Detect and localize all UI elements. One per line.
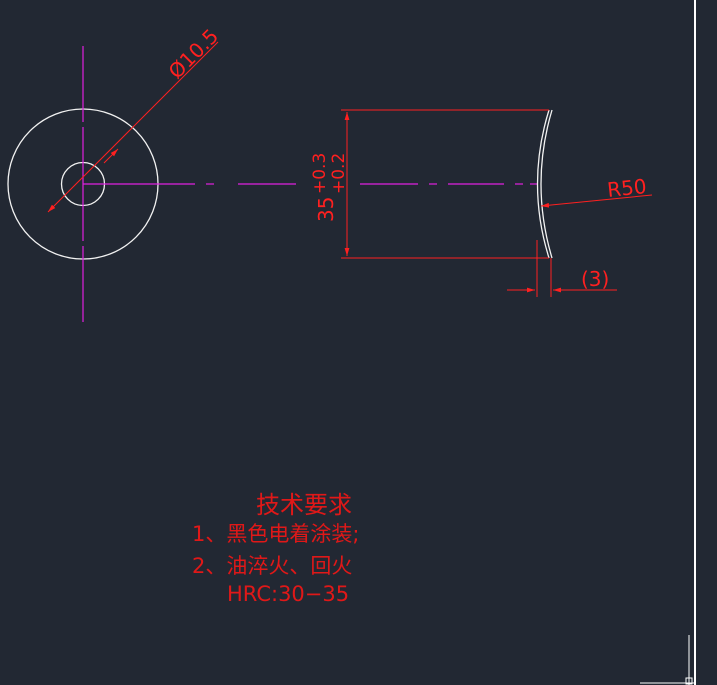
tech-requirements-title: 技术要求 [256, 491, 352, 519]
width-label: (3) [581, 267, 609, 291]
diameter-label: Ø10.5 [164, 24, 224, 84]
radius-label: R50 [606, 174, 648, 202]
curved-edge-outer[interactable] [536, 109, 550, 259]
curved-edge-inner[interactable] [540, 109, 553, 259]
side-view [536, 109, 553, 259]
height-lower-tol-label: +0.2 [329, 153, 349, 194]
height-nominal-label: 35 [314, 197, 338, 222]
tech-requirements-line1: 1、黑色电着涂装; [192, 522, 359, 546]
width-dimension[interactable]: (3) [507, 240, 617, 297]
height-upper-tol-label: +0.3 [310, 153, 330, 194]
height-dimension[interactable]: 35 +0.3 +0.2 [310, 109, 549, 259]
radius-dimension[interactable]: R50 [540, 174, 653, 208]
tech-requirements-line3: HRC:30−35 [227, 582, 349, 606]
tech-requirements[interactable]: 技术要求 1、黑色电着涂装; 2、油淬火、回火 HRC:30−35 [192, 491, 359, 606]
ucs-marker [685, 677, 693, 685]
tech-requirements-line2: 2、油淬火、回火 [192, 554, 352, 578]
